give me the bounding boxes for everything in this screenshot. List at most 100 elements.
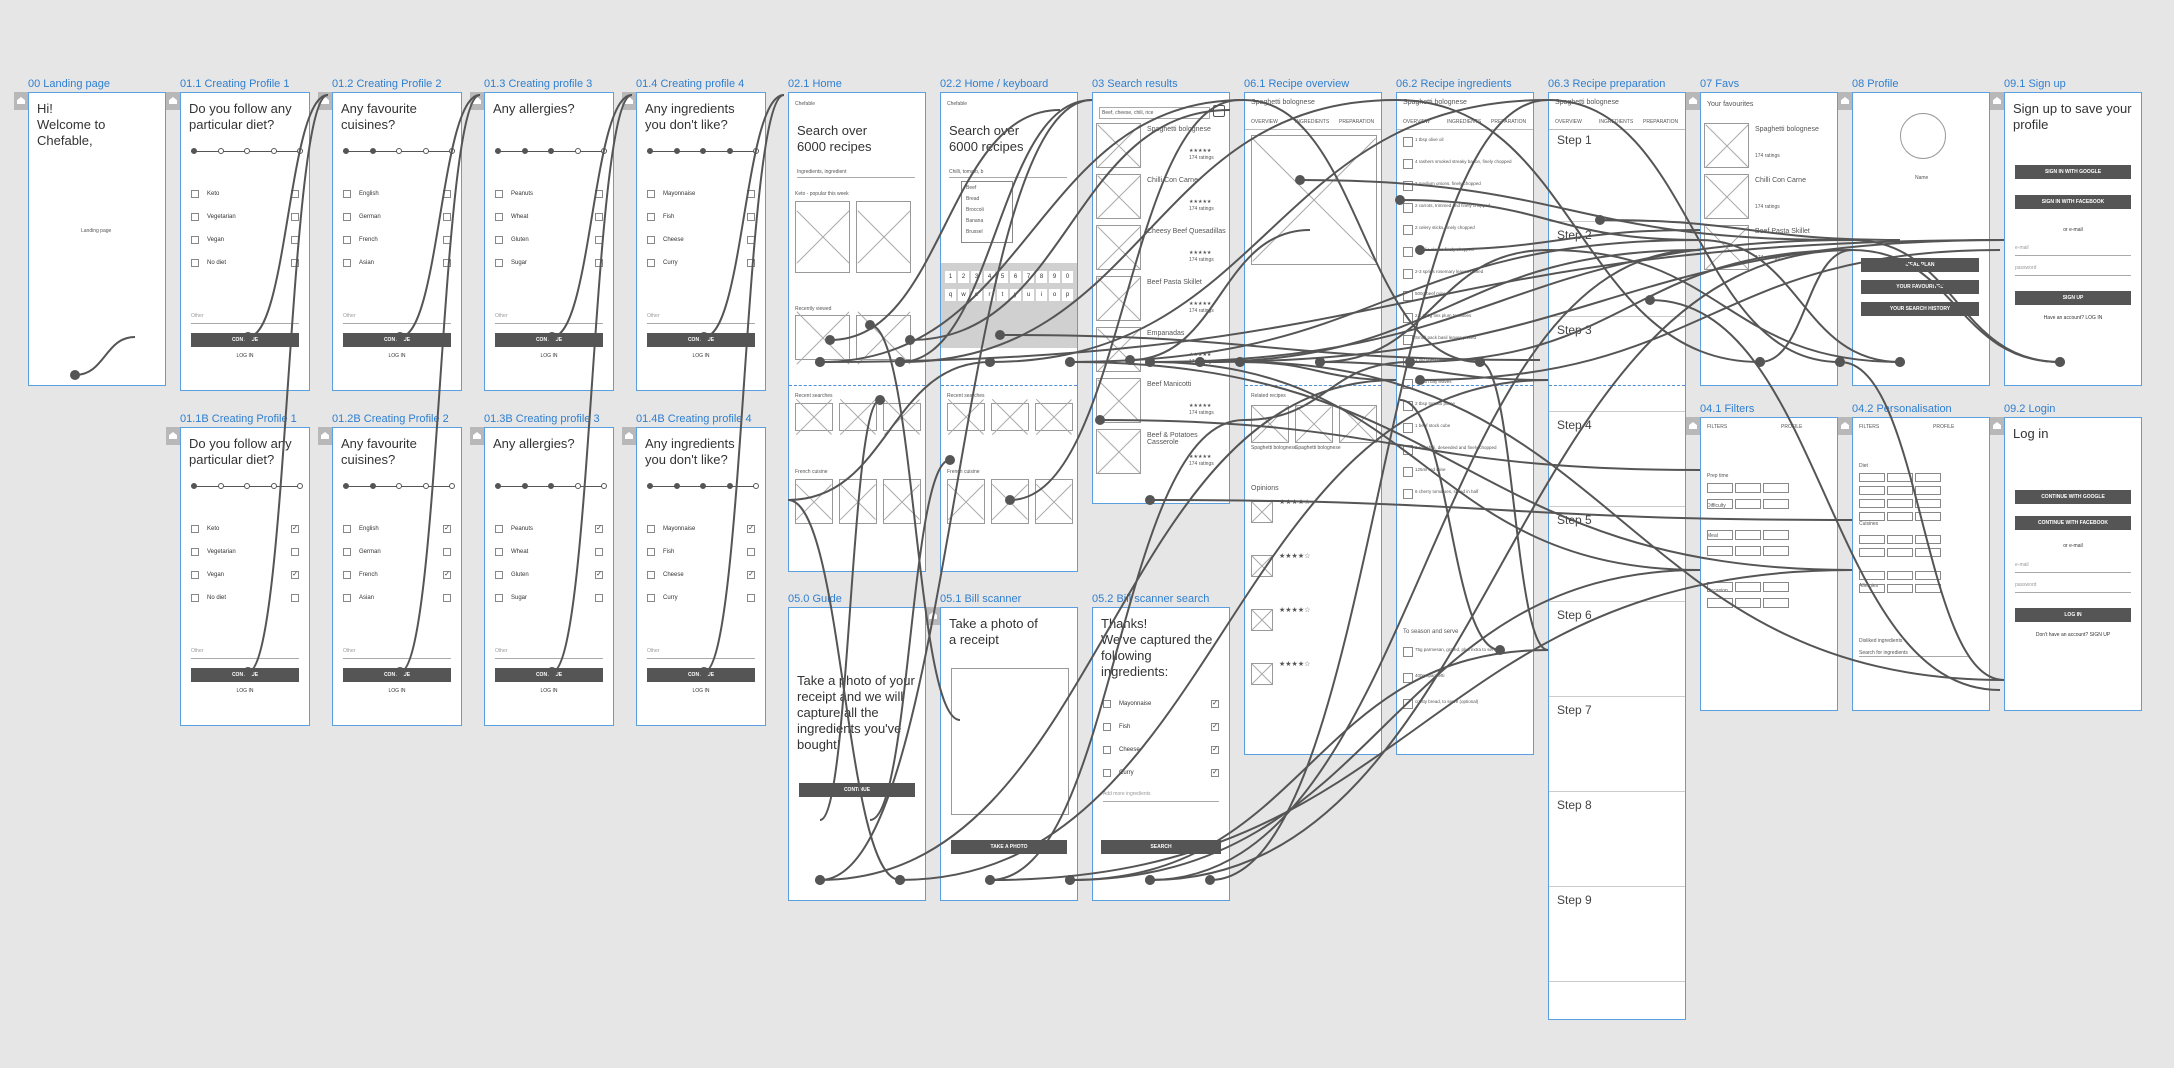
keyboard-key[interactable]: 8 [1036, 271, 1047, 283]
option-checkbox[interactable] [443, 548, 451, 556]
result-title[interactable]: Beef Manicotti [1147, 381, 1192, 388]
option-checkbox[interactable] [747, 259, 755, 267]
ingredient-checkbox[interactable] [1403, 699, 1413, 709]
option-row[interactable]: Curry [647, 592, 755, 604]
camera-viewfinder[interactable] [951, 668, 1069, 815]
option-row[interactable]: English✓ [343, 523, 451, 535]
login-button[interactable]: LOG IN [2015, 608, 2131, 622]
option-checkbox[interactable] [595, 213, 603, 221]
keyboard-key[interactable]: w [958, 289, 969, 301]
option-row[interactable]: No diet [191, 257, 299, 269]
option-row[interactable]: Keto✓ [191, 523, 299, 535]
avatar[interactable] [1900, 113, 1946, 159]
option-row[interactable]: Vegetarian [191, 546, 299, 558]
login-link[interactable]: LOG IN [692, 353, 710, 359]
keyboard-key[interactable]: 0 [1062, 271, 1073, 283]
keyboard-key[interactable]: 7 [1023, 271, 1034, 283]
option-row[interactable]: Asian [343, 257, 451, 269]
option-row[interactable]: Fish [647, 546, 755, 558]
option-checkbox[interactable] [595, 594, 603, 602]
preference-chip[interactable] [1915, 512, 1941, 521]
captured-ingredient[interactable]: Mayonnaise✓ [1103, 698, 1219, 710]
tab-filters[interactable]: FILTERS [1859, 424, 1880, 430]
keyboard-key[interactable]: 4 [984, 271, 995, 283]
option-checkbox[interactable]: ✓ [747, 571, 755, 579]
home-icon[interactable] [1686, 92, 1700, 110]
result-title[interactable]: Spaghetti bolognese [1147, 126, 1211, 133]
filter-chip[interactable] [1763, 483, 1789, 493]
option-checkbox[interactable] [747, 548, 755, 556]
option-checkbox[interactable]: ✓ [1211, 700, 1219, 708]
ingredient-search-input[interactable]: Search for ingredients [1859, 650, 1969, 657]
ingredient-checkbox[interactable] [1403, 159, 1413, 169]
search-button[interactable]: SEARCH [1101, 840, 1221, 854]
login-link[interactable]: LOG IN [388, 353, 406, 359]
home-icon[interactable] [166, 92, 180, 110]
option-checkbox[interactable]: ✓ [595, 525, 603, 533]
option-checkbox[interactable] [443, 259, 451, 267]
filter-chip[interactable] [1707, 530, 1733, 540]
ingredient-checkbox[interactable] [1403, 489, 1413, 499]
filter-chip[interactable] [1707, 546, 1733, 556]
facebook-continue-button[interactable]: CONTINUE WITH FACEBOOK [2015, 516, 2131, 530]
other-input[interactable]: Other [343, 313, 451, 324]
home-icon[interactable] [318, 427, 332, 445]
option-checkbox[interactable]: ✓ [1211, 769, 1219, 777]
login-link[interactable]: LOG IN [692, 688, 710, 694]
preference-chip[interactable] [1915, 486, 1941, 495]
facebook-signin-button[interactable]: SIGN IN WITH FACEBOOK [2015, 195, 2131, 209]
option-checkbox[interactable] [291, 594, 299, 602]
suggestion-item[interactable]: Banana [966, 218, 984, 224]
filter-chip[interactable] [1735, 483, 1761, 493]
ingredient-checkbox[interactable] [1403, 181, 1413, 191]
option-row[interactable]: Fish [647, 211, 755, 223]
result-title[interactable]: Chilli Con Carne [1147, 177, 1198, 184]
suggestion-item[interactable]: Broccoli [966, 207, 984, 213]
option-row[interactable]: Wheat [495, 211, 603, 223]
preference-chip[interactable] [1887, 473, 1913, 482]
recipe-tab[interactable]: INGREDIENTS [1295, 119, 1330, 125]
filter-chip[interactable] [1735, 530, 1761, 540]
suggestion-item[interactable]: Brussel [966, 229, 983, 235]
keyboard-key[interactable]: 6 [1010, 271, 1021, 283]
option-checkbox[interactable]: ✓ [443, 571, 451, 579]
recipe-tab[interactable]: OVERVIEW [1251, 119, 1278, 125]
profile-button[interactable]: YOUR SEARCH HISTORY [1861, 302, 1979, 316]
option-checkbox[interactable]: ✓ [1211, 746, 1219, 754]
filter-chip[interactable] [1763, 499, 1789, 509]
suggestion-item[interactable]: Bread [966, 196, 980, 202]
signup-link[interactable]: Don't have an account? SIGN UP [2035, 632, 2111, 638]
option-row[interactable]: German [343, 546, 451, 558]
recipe-tab[interactable]: OVERVIEW [1555, 119, 1582, 125]
search-input[interactable]: Ingredients, ingredient [797, 169, 915, 178]
login-link[interactable]: LOG IN [540, 688, 558, 694]
filter-chip[interactable] [1735, 499, 1761, 509]
option-checkbox[interactable]: ✓ [291, 525, 299, 533]
keyboard-key[interactable]: 2 [958, 271, 969, 283]
ingredient-checkbox[interactable] [1403, 225, 1413, 235]
keyboard-key[interactable]: u [1023, 289, 1034, 301]
option-checkbox[interactable] [291, 259, 299, 267]
option-row[interactable]: Vegan✓ [191, 569, 299, 581]
recipe-tab[interactable]: INGREDIENTS [1447, 119, 1482, 125]
preference-chip[interactable] [1887, 571, 1913, 580]
keyboard-key[interactable]: t [997, 289, 1008, 301]
preference-chip[interactable] [1887, 499, 1913, 508]
suggestion-item[interactable]: Beef [966, 185, 977, 191]
password-field[interactable]: password [2015, 265, 2131, 276]
ingredient-checkbox[interactable] [1403, 313, 1413, 323]
keyboard-key[interactable]: 3 [971, 271, 982, 283]
option-row[interactable]: Wheat [495, 546, 603, 558]
keyboard-key[interactable]: i [1036, 289, 1047, 301]
option-checkbox[interactable]: ✓ [443, 525, 451, 533]
profile-button[interactable]: YOUR FAVOURITES [1861, 280, 1979, 294]
result-title[interactable]: Empanadas [1147, 330, 1185, 337]
preference-chip[interactable] [1859, 473, 1885, 482]
option-row[interactable]: Cheese✓ [647, 569, 755, 581]
ingredient-checkbox[interactable] [1403, 203, 1413, 213]
preference-chip[interactable] [1859, 499, 1885, 508]
other-input[interactable]: Other [191, 313, 299, 324]
filter-chip[interactable] [1763, 582, 1789, 592]
add-ingredient-input[interactable]: Add more ingredients [1103, 791, 1219, 802]
preference-chip[interactable] [1859, 548, 1885, 557]
